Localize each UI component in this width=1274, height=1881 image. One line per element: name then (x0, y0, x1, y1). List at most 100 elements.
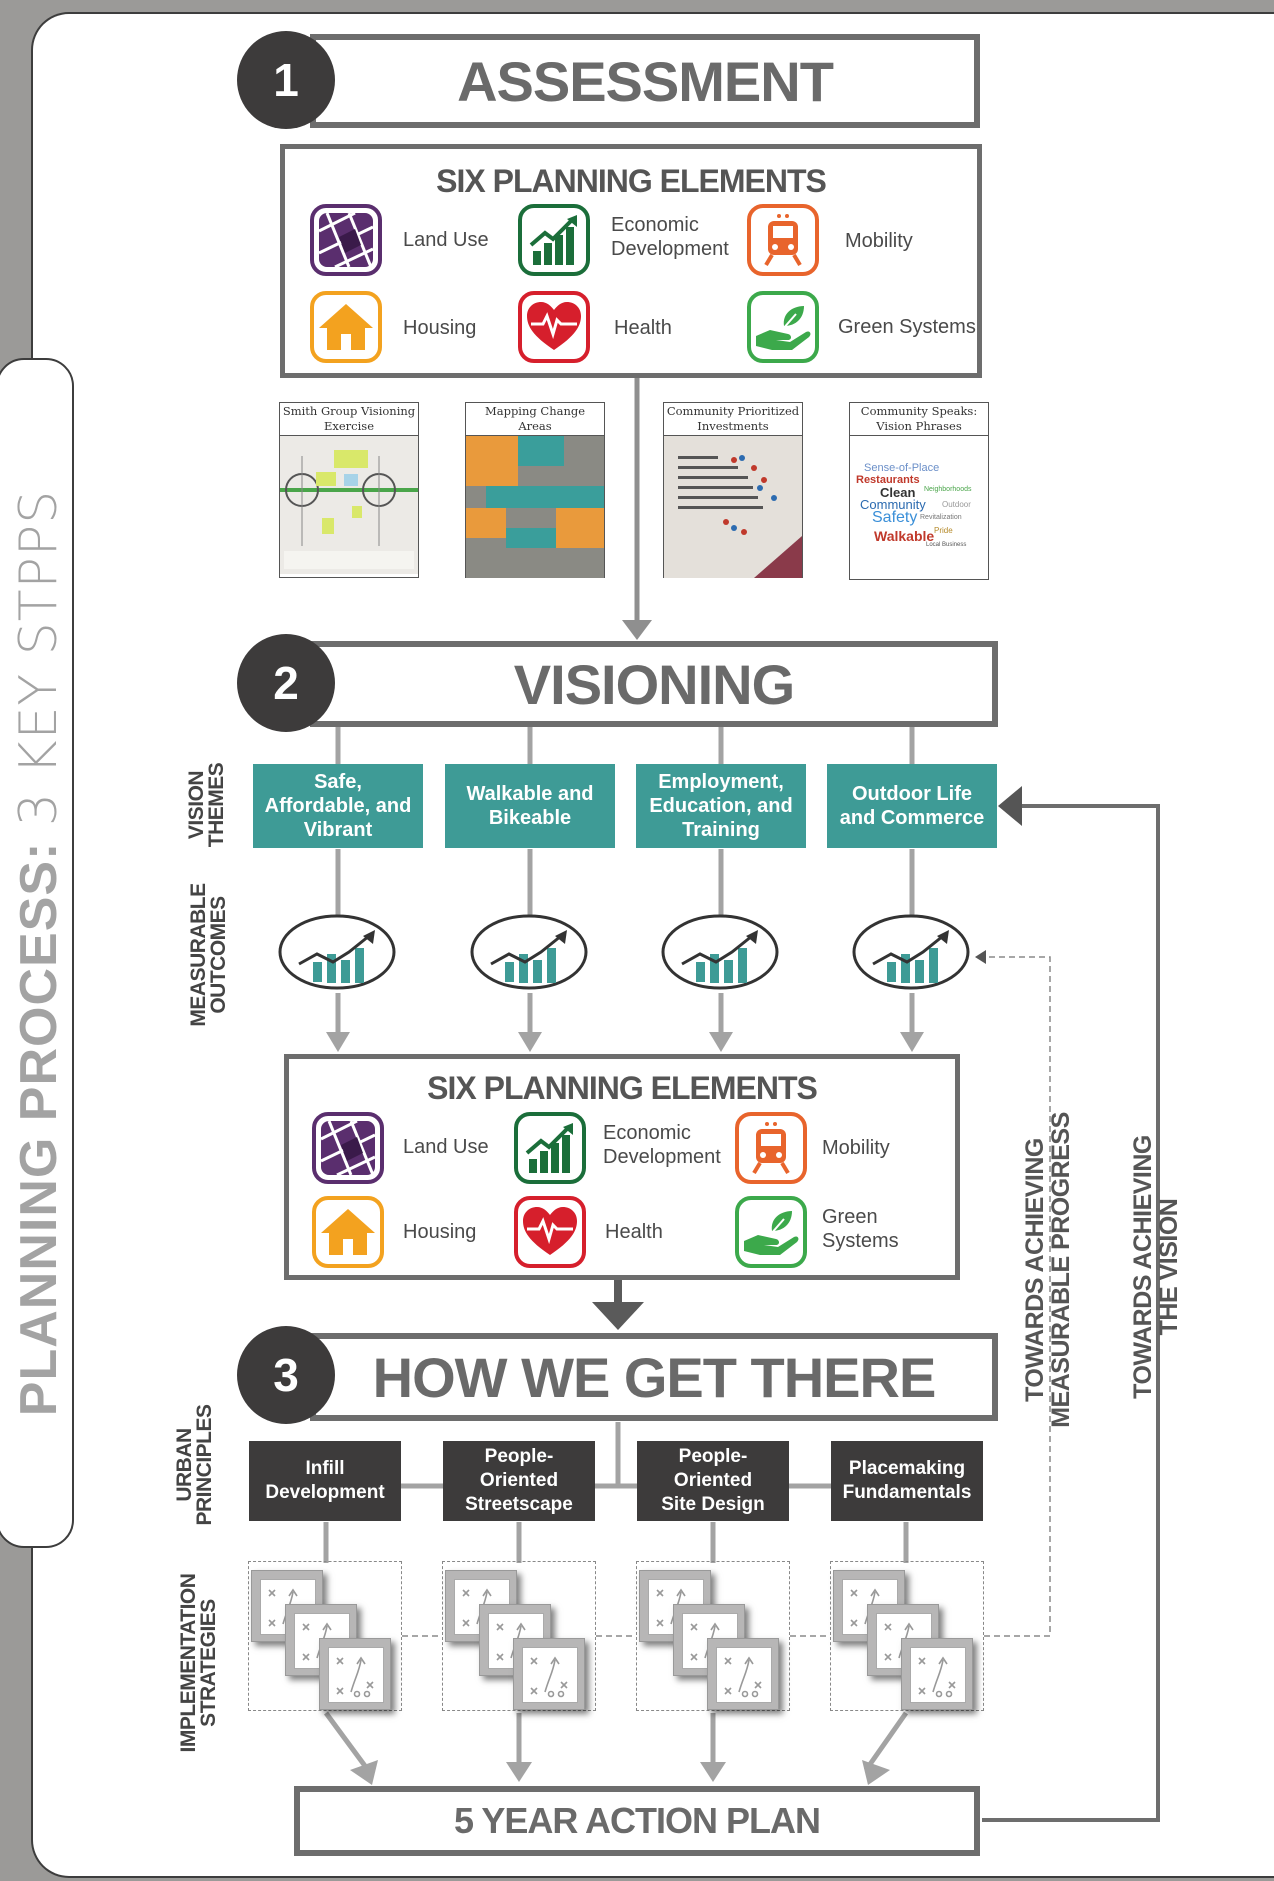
visioning-banner: VISIONING (310, 641, 998, 727)
word-restaurants: Restaurants (856, 474, 920, 486)
heart-pulse-icon (514, 1196, 586, 1268)
growth-chart-icon (514, 1112, 586, 1184)
urban-principle-line: Placemaking (848, 1458, 966, 1479)
vision-theme-line: and Commerce (839, 807, 985, 829)
feedback-line: THE VISION (1155, 1198, 1183, 1336)
word-outdoor: Outdoor (942, 500, 971, 509)
hand-leaf-icon (747, 291, 819, 363)
word-community: Community (860, 497, 926, 512)
visioning-map-image (280, 436, 418, 574)
vision-feedback-arrowhead (998, 786, 1022, 826)
change-areas-map-image (466, 436, 604, 578)
thumbnail-caption: Community Speaks: Vision Phrases (850, 403, 988, 436)
land-use-map-icon (312, 1112, 384, 1184)
theme-connectors (335, 722, 915, 1032)
planning-elements-title: SIX PLANNING ELEMENTS (427, 1070, 818, 1106)
implementation-strategy-box (636, 1561, 790, 1711)
vision-theme-line: Bikeable (488, 807, 572, 829)
urban-principle-line: Development (265, 1482, 385, 1503)
step1-number: 1 (273, 54, 299, 106)
urban-principle-line: Site Design (661, 1494, 765, 1515)
urban-principle-line: Infill (305, 1458, 345, 1479)
feedback-line: TOWARDS ACHIEVING (1021, 1138, 1049, 1402)
vision-theme-line: Education, and (649, 795, 793, 817)
land-use-map-icon (310, 204, 382, 276)
heart-pulse-icon (518, 291, 590, 363)
row-label-line: STRATEGIES (197, 1599, 220, 1727)
planning-elements-box-2: SIX PLANNING ELEMENTS (284, 1054, 960, 1280)
how-we-get-there-title: HOW WE GET THERE (372, 1345, 937, 1409)
measurable-outcome-icon (277, 912, 397, 992)
house-icon (310, 291, 382, 363)
thumbnail-caption: Mapping Change Areas (466, 403, 604, 436)
urban-principle-line: Streetscape (465, 1494, 573, 1515)
planning-element-label-line: Health (605, 1221, 663, 1243)
planning-element-label-line: Housing (403, 1221, 477, 1243)
outcome-arrowheads (326, 1032, 924, 1052)
planning-element-label: Health (605, 1220, 663, 1244)
urban-principle-line: Oriented (479, 1470, 559, 1491)
implementation-strategy-box (830, 1561, 984, 1711)
measurable-outcome-icon (851, 912, 971, 992)
urban-principle-line: Fundamentals (842, 1482, 972, 1503)
strategy-card-icon (707, 1638, 779, 1710)
word-walkable: Walkable (874, 528, 935, 544)
measurable-outcome-icon (660, 912, 780, 992)
investments-photo-image (664, 436, 802, 578)
vision-theme-line: Affordable, and (264, 795, 412, 817)
word-sense-of-place: Sense-of-Place (864, 462, 940, 474)
strategy-card-icon (901, 1638, 973, 1710)
planning-elements-title: SIX PLANNING ELEMENTS (436, 163, 827, 199)
how-we-get-there-banner: HOW WE GET THERE (310, 1333, 998, 1421)
step3-number: 3 (273, 1349, 299, 1401)
planning-element-label-line: Land Use (403, 229, 489, 251)
planning-element-label-line: Development (611, 238, 729, 260)
planning-element-label: Housing (403, 316, 476, 340)
vision-theme-line: Employment, (658, 771, 784, 793)
action-plan-label: 5 YEAR ACTION PLAN (453, 1800, 821, 1841)
principle-connectors (323, 1422, 909, 1772)
strategy-arrowheads (350, 1760, 890, 1785)
step2-number-badge: 2 (237, 634, 335, 732)
implementation-strategy-box (248, 1561, 402, 1711)
planning-element-label-line: Economic (611, 214, 699, 236)
thumbnail-prioritized-investments: Community Prioritized Investments (663, 402, 803, 578)
thumbnail-vision-phrases: Community Speaks: Vision Phrases Sense-o… (849, 402, 989, 580)
urban-principle-line: People- (678, 1446, 748, 1467)
stage1-to-stage2-arrowhead (622, 620, 652, 640)
thumbnail-mapping-change-areas: Mapping Change Areas (465, 402, 605, 578)
house-icon (312, 1196, 384, 1268)
word-pride: Pride (934, 526, 953, 535)
vision-theme-line: Walkable and (466, 783, 594, 805)
row-label-line: PRINCIPLES (193, 1404, 216, 1526)
vision-theme-line: Vibrant (303, 819, 373, 841)
planning-element-label: Mobility (822, 1136, 890, 1160)
dashed-measurable-loop (402, 956, 1051, 1637)
word-revitalization: Revitalization (920, 514, 962, 521)
planning-element-label: Health (614, 316, 672, 340)
side-tab (0, 358, 74, 1548)
word-clean: Clean (880, 485, 916, 500)
planning-element-label: Green Systems (838, 315, 976, 339)
planning-element-label-line: Mobility (822, 1137, 890, 1159)
planning-element-label-line: Housing (403, 317, 477, 339)
vision-theme-line: Outdoor Life (852, 783, 972, 805)
word-local-business: Local Business (926, 542, 967, 548)
train-icon (747, 204, 819, 276)
planning-element-label-line: Green (822, 1206, 878, 1228)
